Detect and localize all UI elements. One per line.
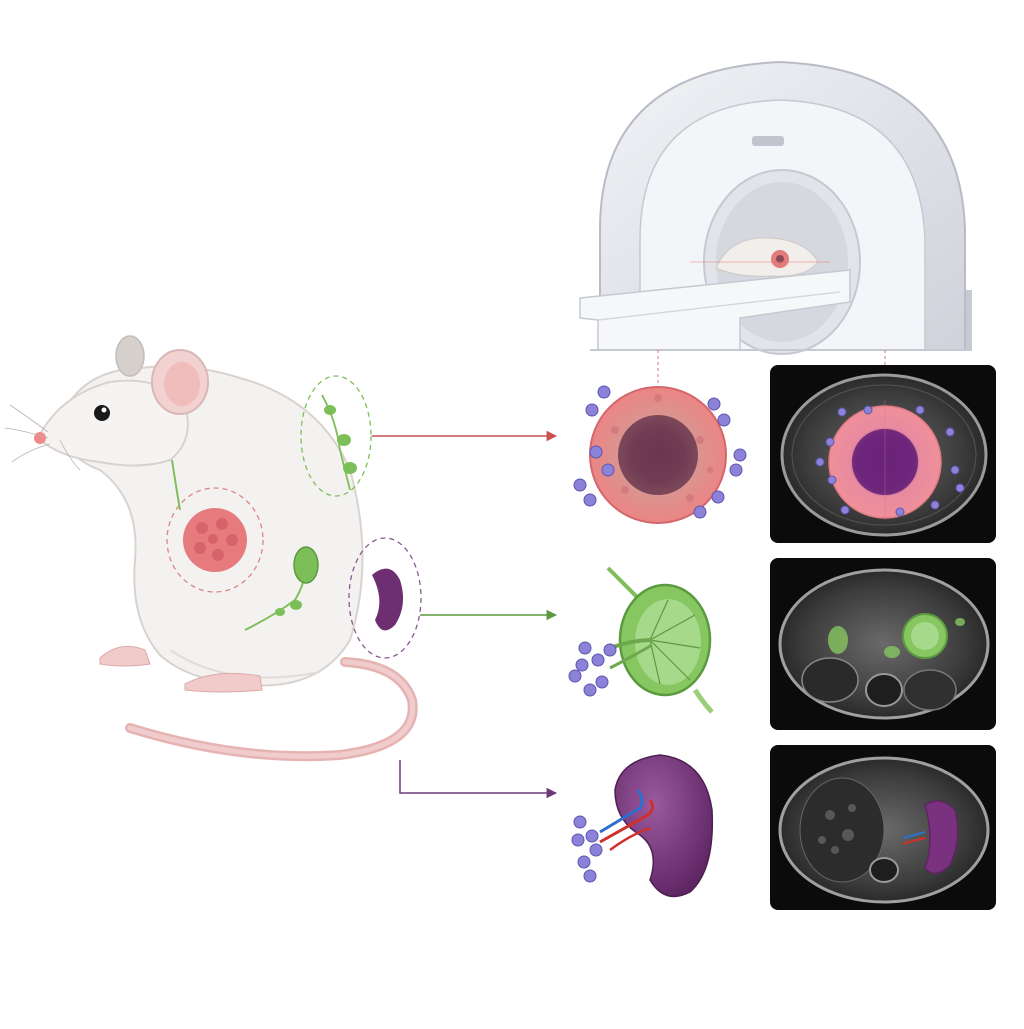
nanoparticle-cluster-tumor <box>573 385 747 519</box>
nanoparticle-icon <box>583 683 597 697</box>
nanoparticle-icon <box>591 653 605 667</box>
tumor-icon <box>589 386 727 524</box>
nanoparticle-icon <box>840 505 850 515</box>
nanoparticle-icon <box>585 403 599 417</box>
spleen-icon <box>599 754 714 898</box>
nanoparticle-icon <box>583 493 597 507</box>
mri-slice-image <box>770 745 996 910</box>
nanoparticle-icon <box>573 815 587 829</box>
nanoparticle-icon <box>707 397 721 411</box>
mri-slice-image <box>770 558 996 730</box>
nanoparticle-icon <box>595 675 609 689</box>
nanoparticle-cluster-lymph <box>568 641 617 697</box>
mri-slice-image <box>770 365 996 543</box>
nanoparticle-icon <box>827 475 837 485</box>
nanoparticle-icon <box>568 669 582 683</box>
nanoparticle-icon <box>717 413 731 427</box>
nanoparticle-icon <box>589 445 603 459</box>
nanoparticle-icon <box>603 643 617 657</box>
nanoparticle-icon <box>930 500 940 510</box>
nanoparticle-icon <box>573 478 587 492</box>
rat-illustration <box>4 335 422 762</box>
nanoparticle-icon <box>733 448 747 462</box>
nanoparticle-icon <box>863 405 873 415</box>
arrow-spleen <box>399 760 558 799</box>
nanoparticle-icon <box>578 641 592 655</box>
mri-scanner-icon <box>579 60 972 355</box>
nanoparticle-icon <box>711 490 725 504</box>
nanoparticle-icon <box>601 463 615 477</box>
nanoparticle-icon <box>729 463 743 477</box>
nanoparticle-cluster-spleen <box>571 815 603 883</box>
nanoparticle-icon <box>815 457 825 467</box>
nanoparticle-icon <box>955 483 965 493</box>
nanoparticle-icon <box>577 855 591 869</box>
nanoparticle-icon <box>945 427 955 437</box>
nanoparticle-icon <box>895 507 905 517</box>
nanoparticle-icon <box>597 385 611 399</box>
nanoparticle-icon <box>585 829 599 843</box>
nanoparticle-icon <box>837 407 847 417</box>
nanoparticle-icon <box>583 869 597 883</box>
lymph-node-icon <box>604 566 714 714</box>
nanoparticle-icon <box>950 465 960 475</box>
nanoparticle-icon <box>915 405 925 415</box>
nanoparticle-icon <box>589 843 603 857</box>
nanoparticle-icon <box>693 505 707 519</box>
nanoparticle-icon <box>571 833 585 847</box>
nanoparticle-icon <box>575 658 589 672</box>
nanoparticle-cluster-mri <box>815 405 965 517</box>
nanoparticle-icon <box>825 437 835 447</box>
